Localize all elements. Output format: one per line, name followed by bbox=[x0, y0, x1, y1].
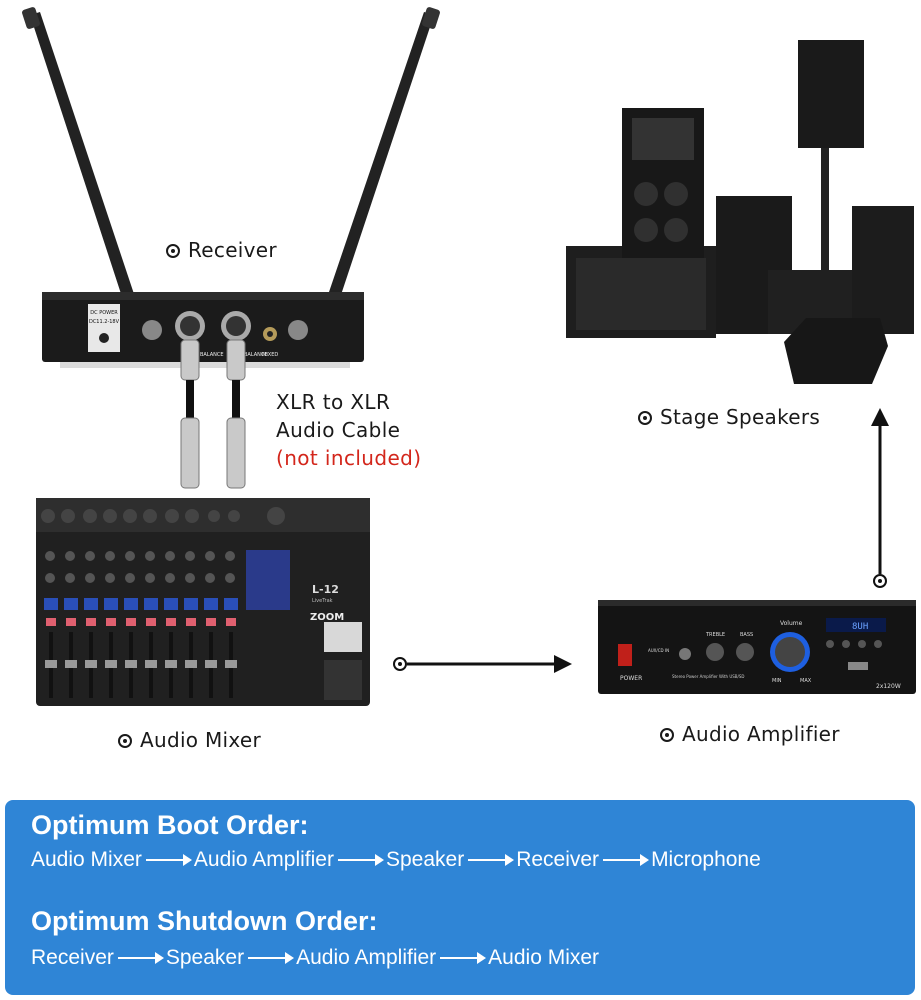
svg-text:AUX/CD IN: AUX/CD IN bbox=[648, 648, 669, 653]
arrow-right-icon bbox=[440, 957, 484, 959]
receiver-device: DC POWER DC11.2-18V BALANCE BALANCE MIXE… bbox=[0, 0, 921, 800]
cable-note: XLR to XLR Audio Cable (not included) bbox=[276, 388, 421, 472]
svg-text:ZOOM: ZOOM bbox=[310, 612, 344, 623]
arrow-right-icon bbox=[603, 859, 647, 861]
arrow-right-icon bbox=[248, 957, 292, 959]
svg-text:BALANCE: BALANCE bbox=[200, 352, 224, 358]
arrow-right-icon bbox=[338, 859, 382, 861]
arrow-right-icon bbox=[468, 859, 512, 861]
svg-text:TREBLE: TREBLE bbox=[705, 632, 725, 638]
audio-amplifier-image: POWER AUX/CD IN TREBLE BASS Volume MIN M… bbox=[598, 600, 916, 694]
label-receiver: Receiver bbox=[166, 238, 277, 262]
svg-text:MIN: MIN bbox=[772, 678, 782, 684]
label-audio-mixer: Audio Mixer bbox=[118, 728, 261, 752]
cable-note-line2: Audio Cable bbox=[276, 416, 421, 444]
boot-step: Speaker bbox=[386, 848, 464, 871]
arrow-amplifier-to-speakers bbox=[871, 408, 889, 587]
shutdown-step: Receiver bbox=[31, 946, 114, 969]
svg-text:LiveTrak: LiveTrak bbox=[312, 598, 333, 604]
cable-note-line1: XLR to XLR bbox=[276, 388, 421, 416]
label-stage-speakers: Stage Speakers bbox=[638, 405, 820, 429]
bullet-icon bbox=[638, 411, 652, 425]
svg-text:DC11.2-18V: DC11.2-18V bbox=[89, 319, 120, 325]
arrow-right-icon bbox=[118, 957, 162, 959]
boot-order-title: Optimum Boot Order: bbox=[31, 810, 309, 841]
audio-mixer-image: L-12 LiveTrak ZOOM bbox=[36, 498, 370, 706]
shutdown-order-steps: Receiver Speaker Audio Amplifier Audio Mixe… bbox=[31, 946, 599, 970]
svg-text:2x120W: 2x120W bbox=[876, 683, 901, 690]
receiver-dc-label: DC POWER bbox=[90, 310, 118, 316]
svg-text:POWER: POWER bbox=[620, 675, 642, 682]
shutdown-step: Speaker bbox=[166, 946, 244, 969]
shutdown-order-title: Optimum Shutdown Order: bbox=[31, 906, 377, 937]
boot-step: Microphone bbox=[651, 848, 761, 871]
svg-text:8UH: 8UH bbox=[852, 622, 868, 632]
shutdown-step: Audio Amplifier bbox=[296, 946, 436, 969]
svg-text:L-12: L-12 bbox=[312, 583, 339, 596]
cable-note-not-included: (not included) bbox=[276, 444, 421, 472]
svg-text:MIXED: MIXED bbox=[262, 352, 278, 358]
stage-speakers-image bbox=[566, 40, 914, 384]
svg-text:MAX: MAX bbox=[800, 678, 812, 684]
svg-text:Stereo Power Amplifier With US: Stereo Power Amplifier With USB/SD bbox=[672, 674, 745, 679]
shutdown-step: Audio Mixer bbox=[488, 946, 599, 969]
boot-step: Audio Mixer bbox=[31, 848, 142, 871]
arrow-mixer-to-amplifier bbox=[394, 655, 572, 673]
arrow-right-icon bbox=[146, 859, 190, 861]
boot-step: Audio Amplifier bbox=[194, 848, 334, 871]
boot-step: Receiver bbox=[516, 848, 599, 871]
xlr-cable-right bbox=[227, 340, 245, 488]
boot-order-steps: Audio Mixer Audio Amplifier Speaker Receive… bbox=[31, 848, 761, 872]
svg-text:Volume: Volume bbox=[780, 620, 803, 627]
bullet-icon bbox=[166, 244, 180, 258]
bullet-icon bbox=[660, 728, 674, 742]
bullet-icon bbox=[118, 734, 132, 748]
xlr-cable-left bbox=[181, 340, 199, 488]
label-audio-amplifier: Audio Amplifier bbox=[660, 722, 840, 746]
svg-text:BASS: BASS bbox=[740, 632, 753, 638]
